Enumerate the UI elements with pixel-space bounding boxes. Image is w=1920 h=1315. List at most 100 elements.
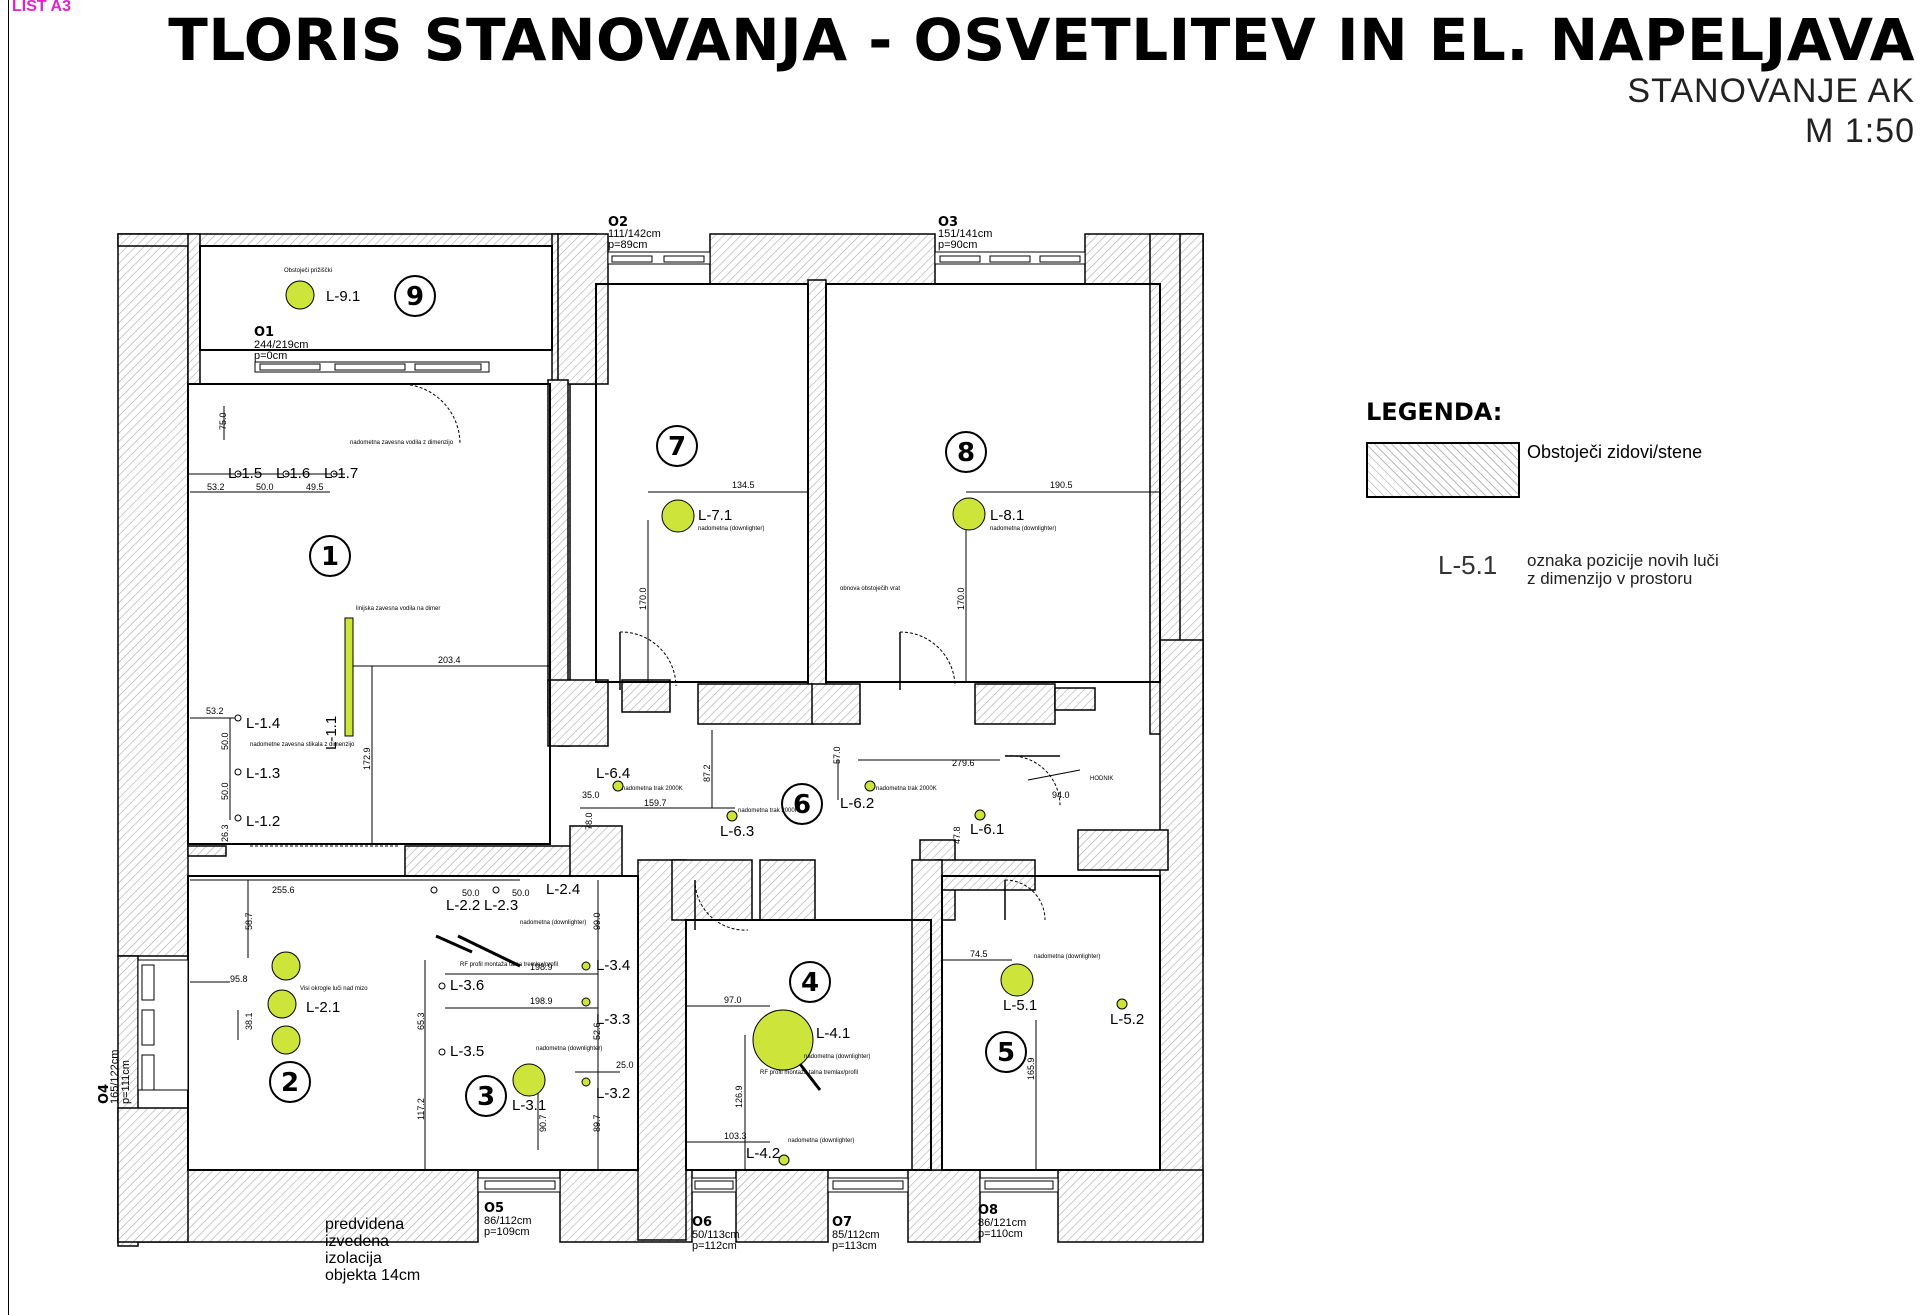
label-l-7-1: L-7.1 — [698, 507, 732, 524]
label-l-1-4: L-1.4 — [246, 715, 280, 732]
room-number-9: 9 — [406, 282, 424, 312]
legend-code-desc-line2: z dimenzijo v prostoru — [1527, 569, 1693, 588]
window-o3-code: O3 — [938, 215, 958, 230]
annotations: Obstoječi prižiščki nadometna zavesna vo… — [250, 268, 1113, 1144]
window-o5-size: 86/112cm — [484, 1215, 532, 1227]
window-o2-size: 111/142cm — [608, 228, 661, 240]
note-room-9: Obstoječi prižiščki — [284, 268, 332, 274]
label-l-6-3: L-6.3 — [720, 823, 754, 840]
dimension-texts: 53.2 50.0 49.5 75.0 203.4 53.2 50.0 50.0… — [206, 412, 1073, 1141]
existing-walls — [117, 233, 1204, 1247]
window-o4-p: p=111cm — [120, 1060, 132, 1104]
label-l-9-1: L-9.1 — [326, 288, 360, 305]
room-outlines — [187, 245, 1161, 1171]
door-leaves — [619, 632, 1060, 930]
light-l-4-2 — [778, 1154, 790, 1166]
window-o2-code: O2 — [608, 215, 628, 230]
dim-95-8: 95.8 — [230, 974, 248, 984]
small-fixtures — [234, 470, 500, 1056]
dim-50-0e: 50.0 — [512, 888, 530, 898]
dim-190-5: 190.5 — [1050, 480, 1073, 490]
sheet-border — [8, 0, 9, 1315]
dim-94-0: 94.0 — [1052, 790, 1070, 800]
label-l-1-2: L-1.2 — [246, 813, 280, 830]
legend-title: LEGENDA: — [1366, 398, 1503, 426]
label-l-3-3: L-3.3 — [596, 1011, 630, 1028]
insulation-line3: izolacija — [325, 1250, 382, 1267]
light-l-2-1c — [271, 1025, 301, 1055]
label-l-2-4: L-2.4 — [546, 881, 580, 898]
dim-170-0b: 170.0 — [956, 587, 966, 610]
dim-26-3: 26.3 — [220, 824, 230, 842]
window-o3-size: 151/141cm — [938, 228, 992, 240]
dim-126-9: 126.9 — [734, 1085, 744, 1108]
window-o6-size: 50/113cm — [692, 1229, 740, 1241]
room-number-2: 2 — [281, 1068, 299, 1098]
dim-90-7: 90.7 — [538, 1114, 548, 1132]
room-numbers: 9 1 7 8 6 4 5 2 3 — [269, 275, 1027, 1117]
window-o7-p: p=113cm — [832, 1240, 877, 1252]
label-l-6-2: L-6.2 — [840, 795, 874, 812]
label-l-4-2: L-4.2 — [746, 1145, 780, 1162]
dim-97-0: 97.0 — [724, 995, 742, 1005]
light-l-6-4 — [612, 780, 624, 792]
dim-170-0a: 170.0 — [638, 587, 648, 610]
room-number-3: 3 — [477, 1082, 495, 1112]
window-o1-code: O1 — [254, 325, 274, 340]
window-o1-size: 244/219cm — [254, 339, 308, 351]
window-o8-size: 86/121cm — [978, 1217, 1026, 1229]
label-l-4-1: L-4.1 — [816, 1025, 850, 1042]
note-room-2b: Visi okrogle luči nad mizo — [300, 986, 368, 992]
light-l-2-1a — [271, 951, 301, 981]
drawing-title: TLORIS STANOVANJA - OSVETLITEV IN EL. NA… — [168, 6, 1915, 74]
insulation-line2: izvedena — [325, 1233, 390, 1250]
window-o1-p: p=0cm — [254, 350, 287, 362]
light-l-6-1 — [974, 809, 986, 821]
insulation-line4: objekta 14cm — [325, 1267, 421, 1284]
insulation-line1: predvidena — [325, 1216, 405, 1233]
label-l-1-6: L-1.6 — [276, 465, 310, 482]
dim-74-5: 74.5 — [970, 949, 988, 959]
label-l-2-2: L-2.2 — [446, 897, 480, 914]
label-l-2-3: L-2.3 — [484, 897, 518, 914]
light-l-6-3 — [726, 810, 738, 822]
window-o4-size: 165/122cm — [109, 1050, 121, 1104]
light-l-5-2 — [1116, 998, 1128, 1010]
light-l-4-1 — [752, 1009, 814, 1071]
light-l-3-4 — [581, 961, 591, 971]
label-l-1-7: L-1.7 — [324, 465, 358, 482]
window-labels: O1 244/219cm p=0cm O2 111/142cm p=89cm O… — [97, 215, 1026, 1252]
label-l-5-2: L-5.2 — [1110, 1011, 1144, 1028]
note-room-4b: RF profil montaža talna tremlax/profil — [760, 1070, 858, 1076]
light-l-8-1 — [952, 497, 986, 531]
note-corridor-b: nadometna trak 2000K — [876, 786, 937, 792]
light-l-6-2 — [864, 780, 876, 792]
note-hodnik: HODNIK — [1090, 776, 1113, 782]
dim-165-9: 165.9 — [1026, 1057, 1036, 1080]
dim-38-1: 38.1 — [244, 1012, 254, 1030]
light-l-3-2 — [581, 1077, 591, 1087]
window-o7-code: O7 — [832, 1215, 852, 1230]
window-o6-p: p=112cm — [692, 1240, 737, 1252]
dim-47-8: 47.8 — [952, 826, 962, 844]
label-l-3-5: L-3.5 — [450, 1043, 484, 1060]
dim-198-9a: 198.9 — [530, 962, 553, 972]
dimension-lines — [188, 406, 1160, 1170]
room-number-1: 1 — [321, 542, 339, 572]
room-number-5: 5 — [997, 1038, 1015, 1068]
new-lights — [267, 280, 1128, 1166]
note-room-8: nadometna (downlighter) — [990, 526, 1056, 532]
window-o8-p: p=110cm — [978, 1228, 1023, 1240]
light-l-5-1 — [1000, 963, 1034, 997]
room-number-8: 8 — [957, 438, 975, 468]
label-l-6-1: L-6.1 — [970, 821, 1004, 838]
dim-203-4: 203.4 — [438, 655, 461, 665]
note-room-7: nadometna (downlighter) — [698, 526, 764, 532]
label-l-1-1: L-1.1 — [323, 716, 340, 750]
floor-profiles — [435, 934, 822, 1091]
dim-134-5: 134.5 — [732, 480, 755, 490]
window-o6-code: O6 — [692, 1215, 712, 1230]
dim-52-6: 52.6 — [592, 1022, 602, 1040]
dim-172-9: 172.9 — [362, 747, 372, 770]
